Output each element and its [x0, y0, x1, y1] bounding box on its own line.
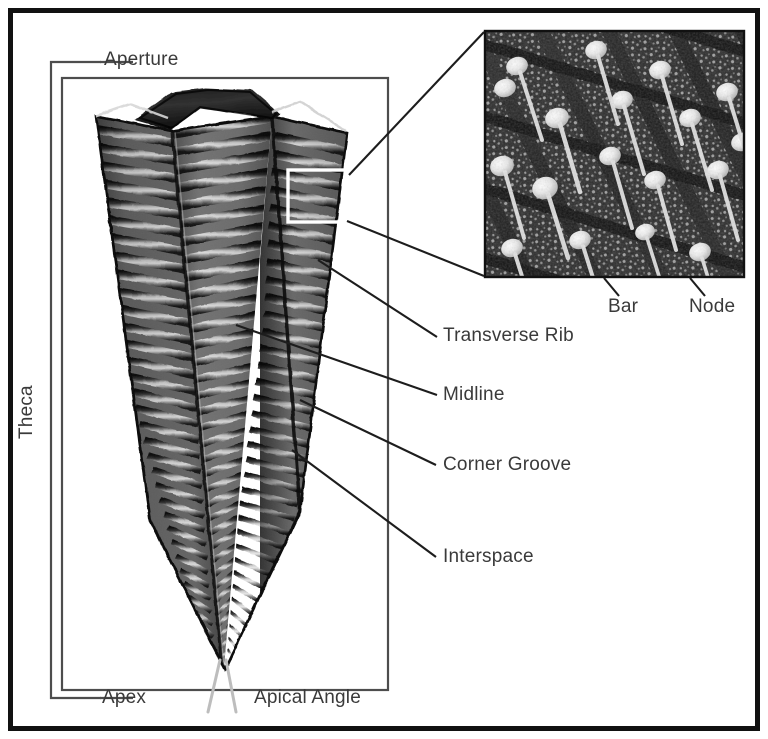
leader-interspace — [291, 449, 437, 558]
label-corner-groove: Corner Groove — [443, 454, 572, 475]
label-apex: Apex — [102, 687, 147, 708]
midline-ridge — [170, 130, 225, 669]
aperture-opening — [134, 88, 280, 130]
theca-outline — [94, 114, 349, 672]
label-bar: Bar — [608, 296, 639, 317]
detail-callout-rect — [286, 168, 350, 224]
label-interspace: Interspace — [443, 546, 534, 567]
leader-bar — [603, 277, 620, 297]
leader-inset-bottom — [346, 220, 485, 277]
detail-inset-panel — [483, 29, 746, 279]
label-theca: Theca — [16, 385, 37, 439]
theca-specimen — [94, 88, 349, 672]
leader-midline — [235, 324, 438, 396]
leader-inset-top — [348, 31, 485, 176]
theca-bracket — [49, 60, 101, 700]
label-aperture: Aperture — [104, 49, 179, 70]
label-node: Node — [689, 296, 736, 317]
label-apical-angle: Apical Angle — [254, 687, 361, 708]
leader-node — [689, 277, 706, 297]
leader-corner-groove — [299, 399, 437, 466]
label-midline: Midline — [443, 384, 505, 405]
aperture-rim — [95, 100, 347, 133]
specimen-box — [60, 76, 390, 692]
label-transverse-rib: Transverse Rib — [443, 325, 574, 346]
apical-angle-marks — [206, 658, 238, 714]
leader-transverse-rib — [317, 259, 438, 338]
leader-lines — [100, 31, 706, 700]
